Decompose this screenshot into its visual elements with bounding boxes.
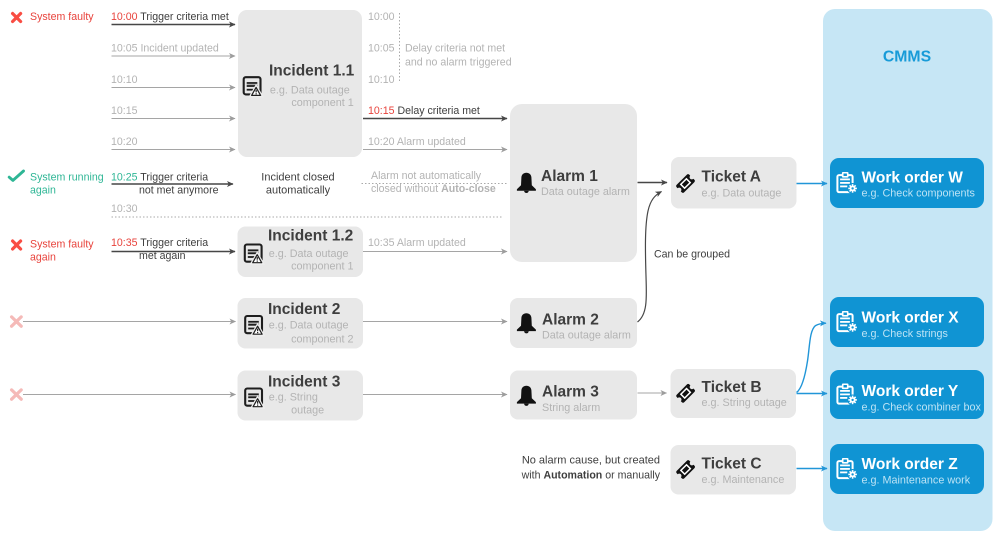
svg-text:10:10: 10:10 [368, 74, 395, 86]
svg-text:CMMS: CMMS [883, 49, 931, 66]
svg-text:with Automation or manually: with Automation or manually [521, 470, 661, 482]
svg-text:and no alarm triggered: and no alarm triggered [405, 57, 512, 69]
svg-text:Incident closed: Incident closed [261, 172, 334, 184]
svg-text:Can be grouped: Can be grouped [654, 249, 730, 261]
svg-text:System running: System running [30, 172, 104, 184]
svg-text:e.g. Data outage: e.g. Data outage [702, 188, 782, 200]
svg-text:Incident 2: Incident 2 [268, 301, 340, 318]
svg-text:component 2: component 2 [291, 333, 353, 345]
svg-text:closed without Auto-close: closed without Auto-close [371, 183, 496, 195]
svg-text:Data outage alarm: Data outage alarm [542, 329, 631, 341]
svg-text:e.g. Data outage: e.g. Data outage [269, 320, 349, 332]
svg-text:component 1: component 1 [291, 261, 353, 273]
svg-text:10:20 Alarm updated: 10:20 Alarm updated [368, 136, 466, 148]
svg-text:e.g. Check components: e.g. Check components [862, 188, 976, 200]
svg-text:Work order X: Work order X [862, 310, 960, 327]
svg-text:10:30: 10:30 [111, 203, 138, 215]
svg-text:e.g. Data outage: e.g. Data outage [270, 85, 350, 97]
svg-text:e.g. Maintenance work: e.g. Maintenance work [862, 475, 971, 487]
svg-text:e.g. Maintenance: e.g. Maintenance [702, 474, 785, 486]
svg-text:10:35 Trigger criteria: 10:35 Trigger criteria [111, 237, 208, 249]
svg-text:String alarm: String alarm [542, 402, 600, 414]
svg-text:10:15: 10:15 [111, 105, 138, 117]
svg-text:Work order W: Work order W [862, 170, 964, 187]
svg-text:not met anymore: not met anymore [139, 185, 219, 197]
svg-text:System faulty: System faulty [30, 239, 94, 251]
svg-text:Alarm 2: Alarm 2 [542, 312, 599, 329]
svg-text:Incident 1.2: Incident 1.2 [268, 228, 353, 245]
svg-text:again: again [30, 185, 56, 197]
svg-text:e.g. String: e.g. String [269, 392, 318, 404]
svg-text:Alarm 1: Alarm 1 [541, 168, 598, 185]
svg-text:again: again [30, 252, 56, 264]
svg-text:Ticket C: Ticket C [702, 456, 762, 473]
svg-text:Incident 3: Incident 3 [268, 373, 341, 390]
svg-text:10:10: 10:10 [111, 74, 138, 86]
svg-text:10:35 Alarm updated: 10:35 Alarm updated [368, 237, 466, 249]
svg-text:Ticket B: Ticket B [702, 379, 762, 396]
svg-text:10:25 Trigger criteria: 10:25 Trigger criteria [111, 172, 208, 184]
svg-text:10:05: 10:05 [368, 43, 395, 55]
svg-text:outage: outage [291, 405, 324, 417]
svg-text:10:00 Trigger criteria met: 10:00 Trigger criteria met [111, 11, 229, 23]
svg-text:10:20: 10:20 [111, 136, 138, 148]
svg-text:10:15 Delay criteria met: 10:15 Delay criteria met [368, 105, 480, 117]
svg-text:Alarm not automatically: Alarm not automatically [371, 170, 482, 182]
svg-text:No alarm cause, but created: No alarm cause, but created [522, 455, 660, 467]
svg-text:Data outage alarm: Data outage alarm [541, 186, 630, 198]
svg-text:Ticket A: Ticket A [702, 169, 761, 186]
svg-text:e.g. Check combiner box: e.g. Check combiner box [862, 402, 982, 414]
svg-text:Incident 1.1: Incident 1.1 [269, 63, 355, 80]
svg-text:10:00: 10:00 [368, 11, 395, 23]
svg-text:e.g. String outage: e.g. String outage [702, 397, 787, 409]
svg-text:automatically: automatically [266, 185, 331, 197]
svg-text:e.g. Check strings: e.g. Check strings [862, 328, 949, 340]
svg-text:met again: met again [139, 250, 186, 262]
svg-text:Alarm 3: Alarm 3 [542, 384, 599, 401]
svg-text:Delay criteria not met: Delay criteria not met [405, 43, 505, 55]
svg-text:System faulty: System faulty [30, 11, 94, 23]
svg-text:component 1: component 1 [291, 97, 353, 109]
svg-text:Work order Y: Work order Y [862, 383, 959, 400]
svg-text:e.g. Data outage: e.g. Data outage [269, 248, 349, 260]
svg-text:Work order Z: Work order Z [862, 456, 959, 473]
svg-text:10:05 Incident updated: 10:05 Incident updated [111, 43, 219, 55]
